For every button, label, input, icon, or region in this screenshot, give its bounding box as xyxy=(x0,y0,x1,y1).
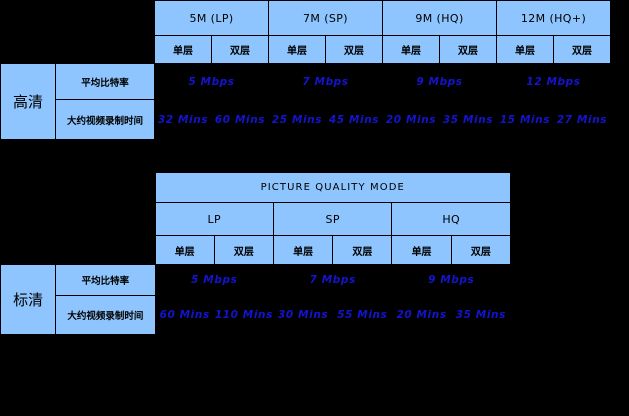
hd-record-time-6: 15 Mins xyxy=(496,99,555,140)
hd-record-time-3: 45 Mins xyxy=(325,99,384,140)
sd-record-time-2: 30 Mins xyxy=(273,295,334,335)
sd-corner-spacer-5 xyxy=(0,235,57,265)
sd-recordtime-row: 大约视频录制时间 60 Mins 110 Mins 30 Mins 55 Min… xyxy=(1,295,512,335)
sd-layer-header-row: 单层 双层 单层 双层 单层 双层 xyxy=(0,235,512,265)
hd-bitrate-2: 9 Mbps xyxy=(382,63,498,100)
sd-row-label-bitrate: 平均比特率 xyxy=(55,264,156,296)
hd-record-time-4: 20 Mins xyxy=(382,99,441,140)
hd-record-time-5: 35 Mins xyxy=(439,99,498,140)
sd-quality-header-0: LP xyxy=(154,202,275,236)
sd-spec-table: PICTURE QUALITY MODE LP SP HQ 单层 双层 单层 双… xyxy=(0,172,512,335)
hd-corner-spacer-4 xyxy=(55,35,155,64)
sd-record-time-4: 20 Mins xyxy=(391,295,452,335)
hd-layer-header-3: 双层 xyxy=(325,35,384,64)
sd-layer-header-2: 单层 xyxy=(273,235,334,265)
sd-quality-header-row: LP SP HQ xyxy=(0,202,511,236)
sd-record-time-0: 60 Mins xyxy=(154,295,215,335)
sd-corner-spacer-1 xyxy=(0,172,57,203)
hd-layer-header-row: 单层 双层 单层 双层 单层 双层 单层 双层 xyxy=(0,35,612,64)
hd-row-label-bitrate: 平均比特率 xyxy=(55,63,155,100)
hd-corner-spacer-2 xyxy=(55,0,155,36)
sd-side-label: 标清 xyxy=(0,264,57,335)
sd-corner-spacer-6 xyxy=(55,235,156,265)
hd-corner-spacer-1 xyxy=(0,0,56,36)
hd-record-time-0: 32 Mins xyxy=(154,99,212,140)
hd-bitrate-0: 5 Mbps xyxy=(153,63,270,100)
sd-corner-spacer-3 xyxy=(0,202,57,236)
hd-recordtime-row: 大约视频录制时间 32 Mins 60 Mins 25 Mins 45 Mins… xyxy=(1,99,612,140)
sd-layer-header-4: 单层 xyxy=(391,235,452,265)
sd-record-time-5: 35 Mins xyxy=(450,295,512,335)
hd-bitrate-3: 12 Mbps xyxy=(496,63,612,100)
sd-quality-header-1: SP xyxy=(273,202,393,236)
sd-corner-spacer-4 xyxy=(55,202,156,236)
hd-layer-header-6: 单层 xyxy=(496,35,555,64)
hd-side-label: 高清 xyxy=(0,63,56,140)
hd-bitrate-row: 高清 平均比特率 5 Mbps 7 Mbps 9 Mbps 12 Mbps xyxy=(0,63,612,140)
sd-layer-header-1: 双层 xyxy=(213,235,275,265)
hd-spec-table: 5M (LP) 7M (SP) 9M (HQ) 12M (HQ+) 单层 双层 … xyxy=(0,0,612,140)
sd-title-row: PICTURE QUALITY MODE xyxy=(0,172,512,203)
hd-record-time-1: 60 Mins xyxy=(210,99,270,140)
sd-bitrate-0: 5 Mbps xyxy=(154,264,275,296)
hd-quality-header-2: 9M (HQ) xyxy=(382,0,498,36)
hd-quality-header-0: 5M (LP) xyxy=(153,0,270,36)
hd-record-time-7: 27 Mins xyxy=(553,99,612,140)
hd-layer-header-7: 双层 xyxy=(553,35,612,64)
sd-bitrate-1: 7 Mbps xyxy=(273,264,393,296)
hd-layer-header-5: 双层 xyxy=(439,35,498,64)
hd-layer-header-2: 单层 xyxy=(268,35,327,64)
hd-row-label-recordtime: 大约视频录制时间 xyxy=(55,99,155,140)
sd-quality-header-2: HQ xyxy=(391,202,511,236)
sd-layer-header-0: 单层 xyxy=(154,235,215,265)
hd-quality-header-1: 7M (SP) xyxy=(268,0,384,36)
sd-corner-spacer-2 xyxy=(55,172,156,203)
hd-bitrate-1: 7 Mbps xyxy=(268,63,384,100)
hd-layer-header-0: 单层 xyxy=(154,35,212,64)
sd-bitrate-2: 9 Mbps xyxy=(391,264,511,296)
sd-record-time-1: 110 Mins xyxy=(213,295,275,335)
hd-quality-header-3: 12M (HQ+) xyxy=(496,0,612,36)
hd-layer-header-1: 双层 xyxy=(210,35,270,64)
sd-bitrate-row: 标清 平均比特率 5 Mbps 7 Mbps 9 Mbps xyxy=(0,264,511,335)
hd-quality-header-row: 5M (LP) 7M (SP) 9M (HQ) 12M (HQ+) xyxy=(0,0,612,36)
sd-row-label-recordtime: 大约视频录制时间 xyxy=(55,295,156,335)
hd-layer-header-4: 单层 xyxy=(382,35,441,64)
sd-title: PICTURE QUALITY MODE xyxy=(154,172,512,203)
hd-corner-spacer-3 xyxy=(0,35,56,64)
sd-record-time-3: 55 Mins xyxy=(332,295,393,335)
sd-layer-header-3: 双层 xyxy=(332,235,393,265)
sd-layer-header-5: 双层 xyxy=(450,235,512,265)
hd-record-time-2: 25 Mins xyxy=(268,99,327,140)
